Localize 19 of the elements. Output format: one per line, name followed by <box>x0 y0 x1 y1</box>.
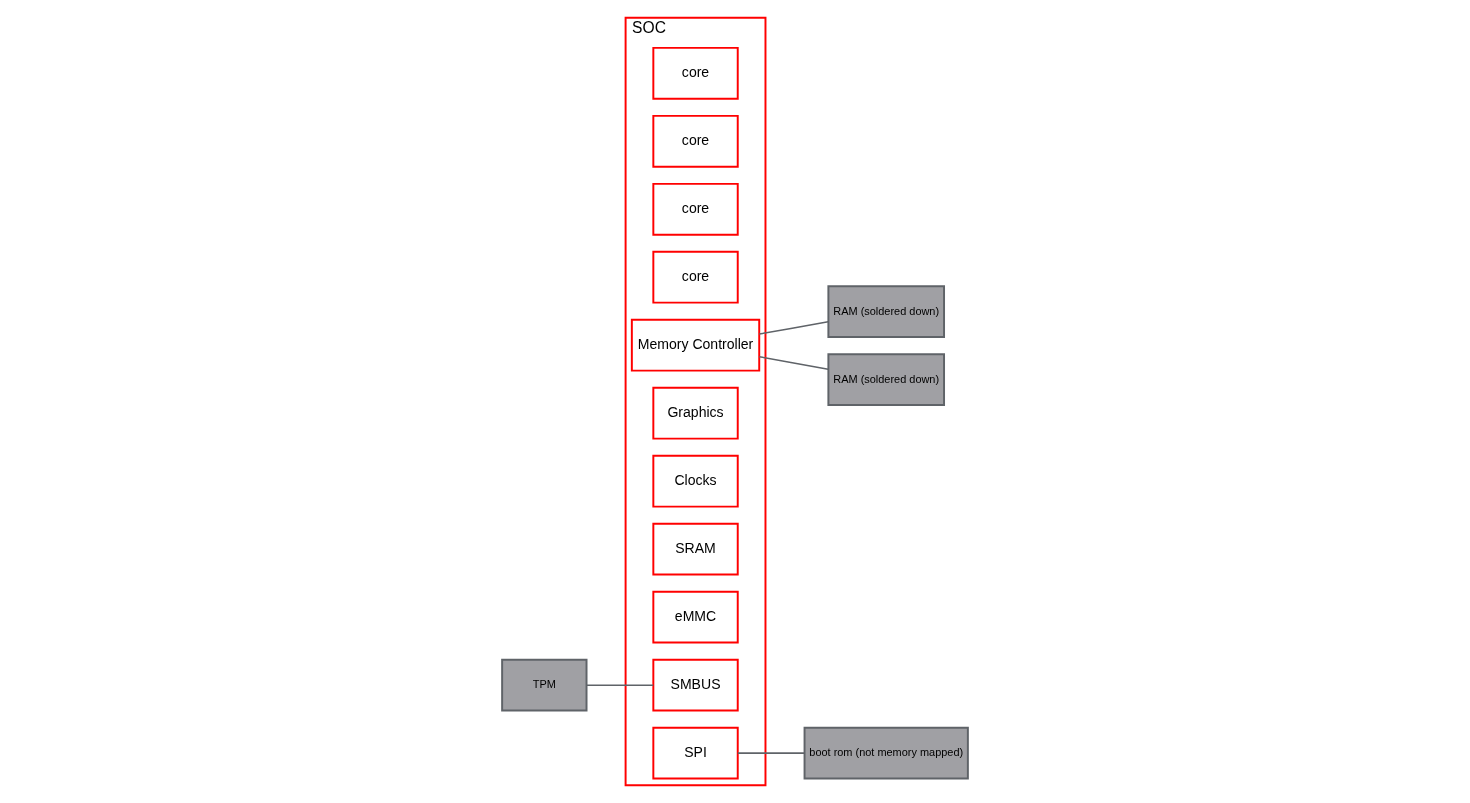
node-box: core <box>652 250 739 304</box>
node-box: core <box>652 114 739 168</box>
node-box: RAM (soldered down) <box>827 353 945 406</box>
node-box: RAM (soldered down) <box>827 285 945 338</box>
connector <box>737 752 806 754</box>
node-box: boot rom (not memory mapped) <box>803 726 969 780</box>
node-box: SPI <box>652 726 739 780</box>
node-box: core <box>652 182 739 236</box>
node-box: eMMC <box>652 590 739 644</box>
node-box: core <box>652 46 739 100</box>
connector <box>758 355 829 370</box>
node-box: SMBUS <box>652 658 739 712</box>
node-box: TPM <box>501 658 588 712</box>
node-box: Clocks <box>652 454 739 508</box>
node-box: SRAM <box>652 522 739 576</box>
connector <box>585 684 654 686</box>
connector <box>758 321 829 335</box>
node-box: Graphics <box>652 386 739 440</box>
node-box: Memory Controller <box>630 318 761 372</box>
